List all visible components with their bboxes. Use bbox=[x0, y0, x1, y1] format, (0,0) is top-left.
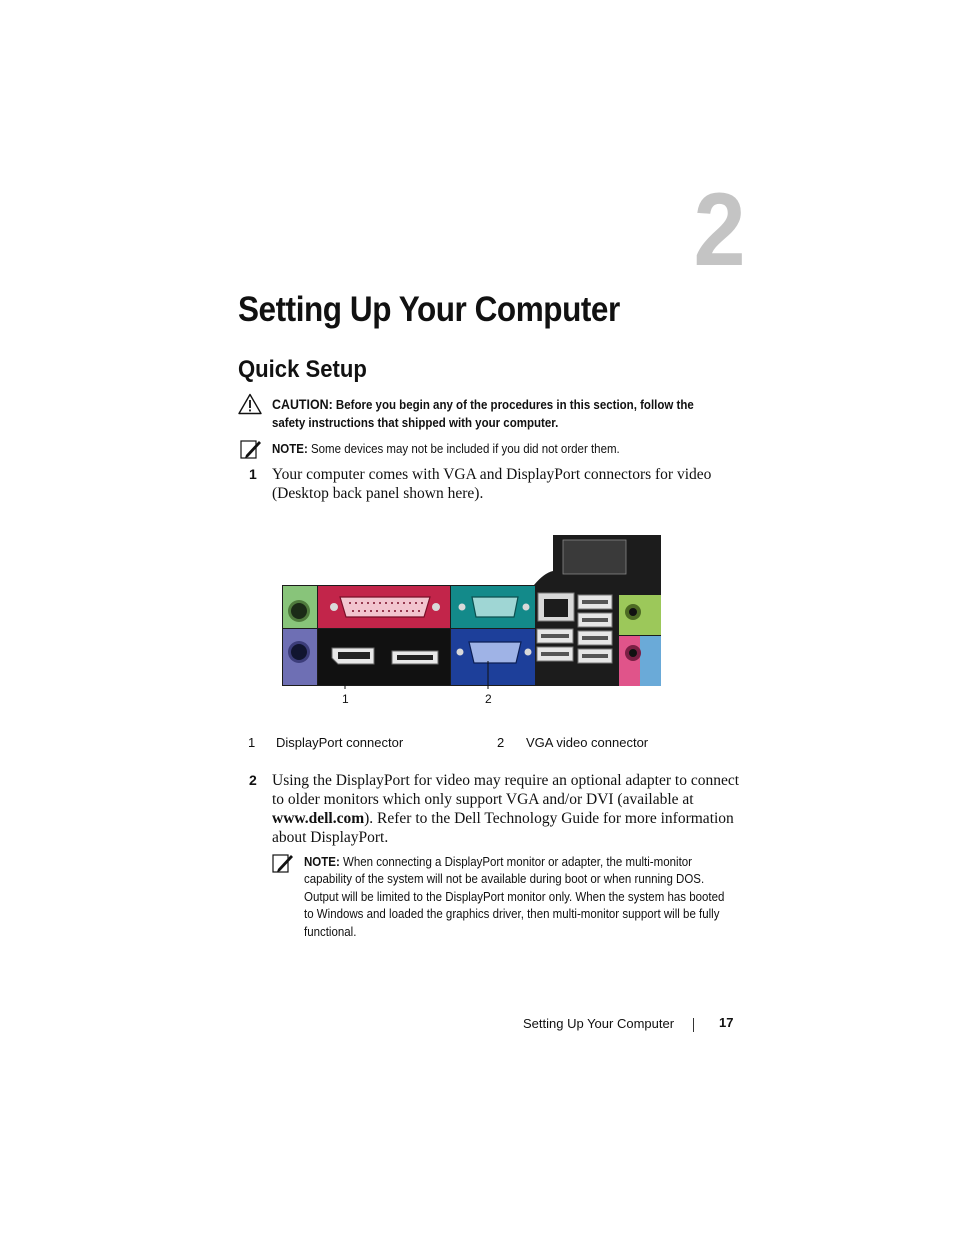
caution-notice: CAUTION: Before you begin any of the pro… bbox=[272, 396, 742, 432]
caution-icon bbox=[238, 393, 262, 415]
legend-number: 1 bbox=[248, 735, 256, 750]
chapter-title: Setting Up Your Computer bbox=[238, 290, 620, 329]
note-text: When connecting a DisplayPort monitor or… bbox=[304, 855, 725, 939]
note-text: Some devices may not be included if you … bbox=[310, 442, 620, 456]
callout-2: 2 bbox=[485, 692, 492, 706]
step-text-before: Using the DisplayPort for video may requ… bbox=[272, 772, 740, 808]
step-text: Using the DisplayPort for video may requ… bbox=[272, 771, 742, 847]
note-notice: NOTE: Some devices may not be included i… bbox=[272, 440, 742, 458]
note-label: NOTE: bbox=[272, 442, 308, 456]
caution-label: CAUTION: bbox=[272, 397, 333, 412]
back-panel-diagram: 1 2 bbox=[282, 535, 661, 706]
caution-text: Before you begin any of the procedures i… bbox=[272, 398, 694, 430]
section-title: Quick Setup bbox=[238, 356, 367, 383]
note-pencil-icon bbox=[272, 854, 293, 873]
legend-number: 2 bbox=[497, 735, 505, 750]
legend-label: VGA video connector bbox=[526, 735, 649, 750]
legend-label: DisplayPort connector bbox=[276, 735, 404, 750]
note-notice: NOTE: When connecting a DisplayPort moni… bbox=[304, 854, 774, 941]
page-number: 17 bbox=[719, 1015, 734, 1030]
step-number: 2 bbox=[249, 772, 257, 788]
step-text-after: ). Refer to the Dell Technology Guide fo… bbox=[272, 810, 734, 846]
footer-title: Setting Up Your Computer bbox=[523, 1016, 675, 1031]
callout-1: 1 bbox=[342, 692, 349, 706]
note-label: NOTE: bbox=[304, 855, 340, 869]
dell-website-link[interactable]: www.dell.com bbox=[272, 810, 365, 827]
chapter-number: 2 bbox=[693, 172, 746, 288]
footer-separator bbox=[693, 1018, 694, 1032]
step-text: Your computer comes with VGA and Display… bbox=[272, 466, 712, 502]
step-number: 1 bbox=[249, 466, 257, 482]
note-pencil-icon bbox=[240, 440, 261, 459]
